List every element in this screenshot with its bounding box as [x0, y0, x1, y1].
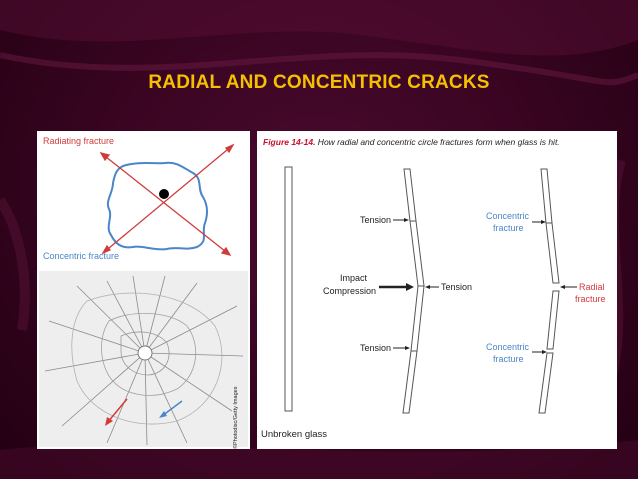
- tension-bottom-label: Tension: [360, 343, 391, 353]
- compression-label: Compression: [323, 286, 376, 296]
- slide-title: RADIAL AND CONCENTRIC CRACKS: [148, 72, 490, 93]
- fracture-illustration-panel: Radiating fracture Concentric fracture: [37, 131, 250, 449]
- tension-mid-label: Tension: [441, 282, 472, 292]
- concentric-bottom-label-2: fracture: [493, 354, 524, 364]
- concentric-bottom-label-1: Concentric: [486, 342, 530, 352]
- fracture-formation-diagram: Figure 14-14. How radial and concentric …: [257, 131, 617, 449]
- photo-credit: ©Photodisc/Getty Images: [232, 386, 239, 449]
- impact-point: [159, 189, 169, 199]
- radial-label-2: fracture: [575, 294, 606, 304]
- figure-caption: Figure 14-14. How radial and concentric …: [263, 137, 560, 147]
- impact-label: Impact: [340, 273, 368, 283]
- tension-top-label: Tension: [360, 215, 391, 225]
- concentric-top-label-2: fracture: [493, 223, 524, 233]
- unbroken-glass-label: Unbroken glass: [261, 429, 327, 440]
- radiating-fracture-label: Radiating fracture: [43, 136, 114, 146]
- cracked-glass-photo: ©Photodisc/Getty Images: [39, 271, 248, 449]
- concentric-fracture-label: Concentric fracture: [43, 251, 119, 261]
- bent-glass-pane: [402, 168, 425, 414]
- fractured-glass-pane: [538, 168, 560, 414]
- concentric-top-label-1: Concentric: [486, 211, 530, 221]
- radial-photo-arrow: [106, 398, 128, 424]
- concentric-fracture-ring: [106, 161, 208, 251]
- radiating-fracture-arrows: [99, 143, 235, 257]
- unbroken-glass-pane: [284, 166, 293, 412]
- radial-label-1: Radial: [579, 282, 605, 292]
